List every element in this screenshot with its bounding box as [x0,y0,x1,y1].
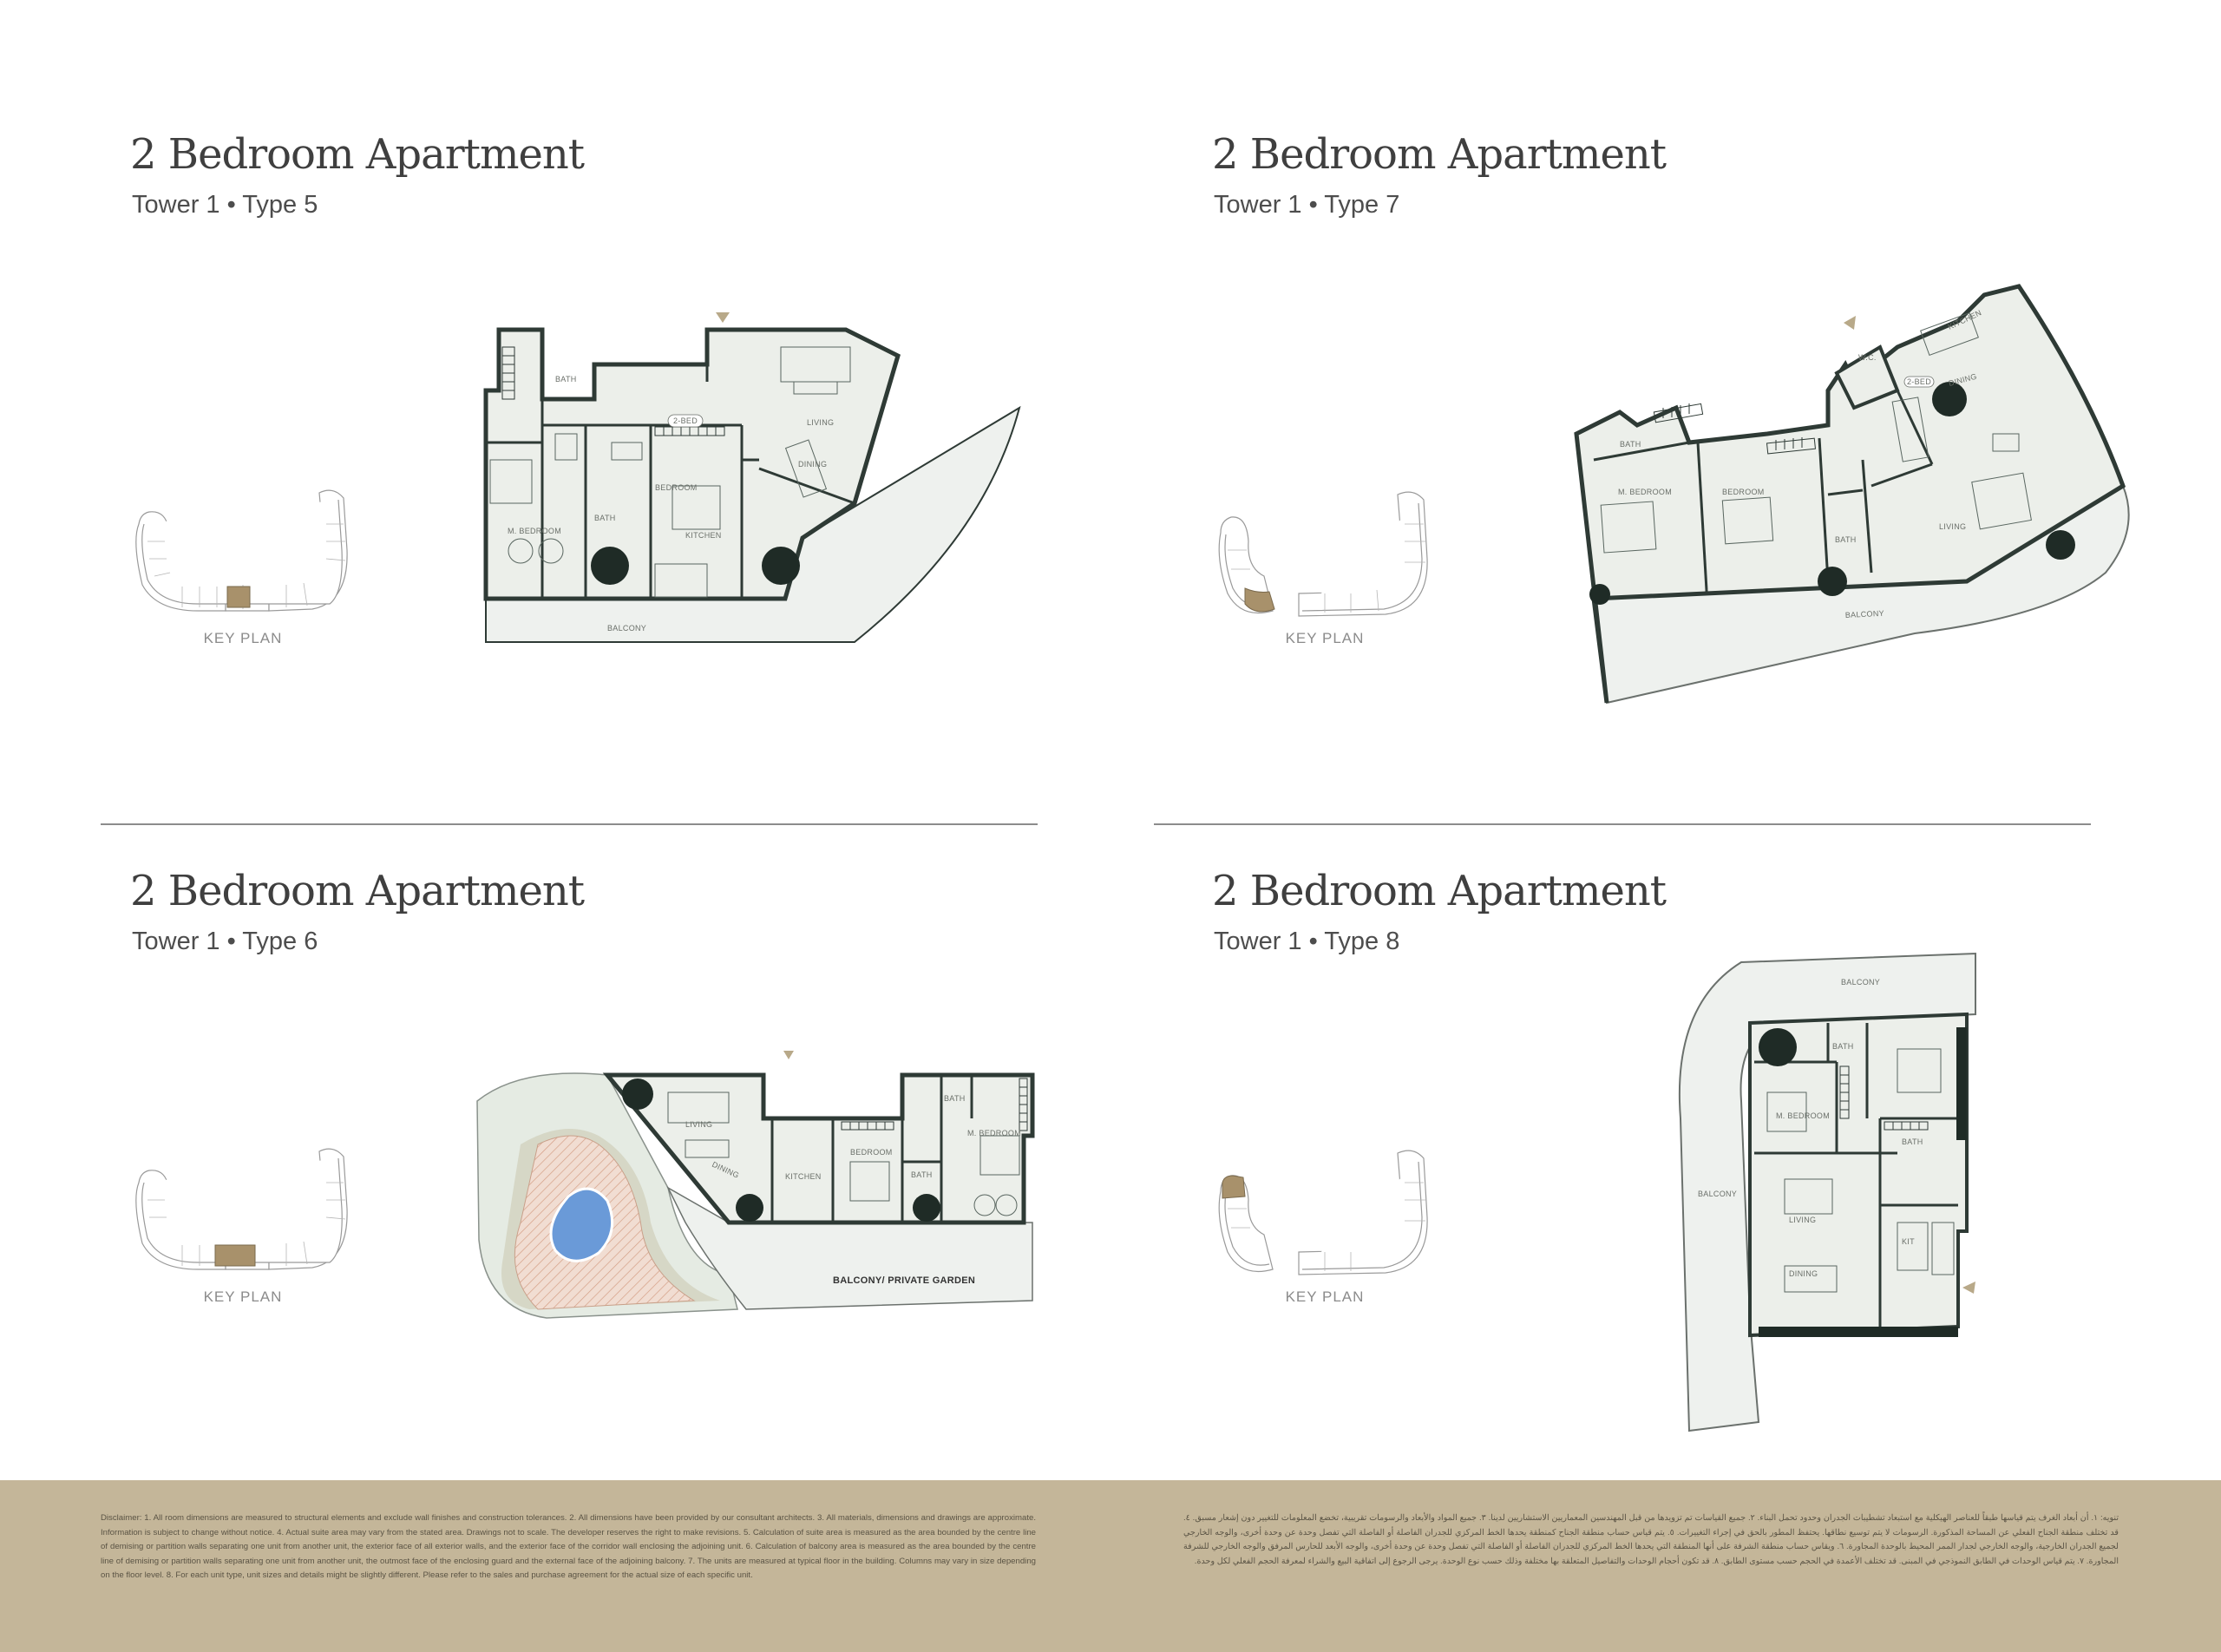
key-plan-diagram [135,489,348,612]
column [1932,382,1967,416]
room-label-bath: BATH [555,375,577,384]
key-plan-label: KEY PLAN [203,1288,283,1305]
room-label-balcony: BALCONY/ PRIVATE GARDEN [833,1275,975,1286]
key-plan-highlight [1244,587,1275,613]
room-label-m-bedroom: M. BEDROOM [1776,1111,1830,1120]
room-label-bath: BATH [1832,1042,1854,1051]
column [1759,1028,1797,1066]
unit-outline [483,327,901,601]
key-plan-diagram [1218,491,1428,617]
column [913,1194,940,1222]
column [2046,530,2075,560]
key-plan-diagram [135,1148,348,1270]
room-label-m-bedroom: M. BEDROOM [967,1129,1021,1137]
floorplan-panel-type-7: 2 Bedroom Apartment Tower 1 • Type 7 KEY… [1212,130,2221,842]
entrance-marker-icon [1962,1282,1975,1294]
unit-outline [602,1072,1035,1225]
column [736,1194,763,1222]
panel-subtitle: Tower 1 • Type 7 [1214,191,1400,219]
panel-title: 2 Bedroom Apartment [130,867,585,915]
balcony-area [1592,484,2130,705]
panel-title: 2 Bedroom Apartment [1212,130,1667,179]
key-plan-highlight [226,586,251,608]
room-label-balcony: BALCONY [607,624,646,633]
floorplan-panel-type-6: 2 Bedroom Apartment Tower 1 • Type 6 KEY… [130,867,1154,1578]
floorplan-type-6: LIVING DINING KITCHEN BEDROOM BATH BATH … [468,1049,1035,1327]
floorplan-panel-type-5: 2 Bedroom Apartment Tower 1 • Type 5 KEY… [130,130,1154,842]
room-label-bath: BATH [1620,440,1641,449]
room-label-balcony-top: BALCONY [1841,978,1880,987]
column [1818,567,1847,596]
entrance-marker-icon [1844,316,1856,330]
room-label-living: LIVING [1789,1216,1816,1224]
section-divider [1154,823,2091,825]
room-label-m-bedroom: M. BEDROOM [508,527,561,535]
room-label-kitchen: KITCHEN [785,1172,822,1181]
room-label-bath: BATH [911,1170,933,1179]
disclaimer-arabic: تنويه: ١. أن أبعاد الغرف يتم قياسها طبقا… [1183,1513,2119,1566]
pool [549,1187,614,1262]
room-label-living: LIVING [685,1120,712,1129]
room-label-balcony: BALCONY [1845,609,1885,620]
column [1589,584,1610,605]
room-label-bath-2: BATH [594,514,616,522]
balcony-area [485,405,1021,643]
column [622,1078,653,1110]
section-divider [101,823,1038,825]
key-plan-label: KEY PLAN [203,630,283,646]
unit-tag: 2-BED [1907,377,1931,386]
panel-title: 2 Bedroom Apartment [1212,867,1667,915]
floorplan-panel-type-8: 2 Bedroom Apartment Tower 1 • Type 8 KEY… [1212,867,2221,1578]
unit-tag: 2-BED [673,416,698,425]
room-label-kitchen: KIT [1902,1237,1915,1246]
key-plan: KEY PLAN [130,489,382,654]
key-plan: KEY PLAN [1212,1148,1464,1313]
column [762,547,800,585]
panel-subtitle: Tower 1 • Type 8 [1214,928,1400,955]
floorplan-type-7: 2-BED BATH W.C. KITCHEN DINING M. BEDROO… [1568,284,2130,720]
room-label-bedroom: BEDROOM [1722,488,1765,496]
panel-subtitle: Tower 1 • Type 5 [132,191,318,219]
entrance-marker-icon [716,312,730,323]
floorplan-type-8: BALCONY BALCONY BATH M. BEDROOM LIVING D… [1672,945,1984,1432]
key-plan-label: KEY PLAN [1285,1288,1365,1305]
room-label-bath-2: BATH [944,1094,966,1103]
key-plan-label: KEY PLAN [1285,630,1365,646]
room-label-bedroom: BEDROOM [850,1148,893,1157]
disclaimer-english: Disclaimer: 1. All room dimensions are m… [101,1513,1036,1580]
panel-title: 2 Bedroom Apartment [130,130,585,179]
balcony-area [666,1186,1033,1310]
panel-subtitle: Tower 1 • Type 6 [132,928,318,955]
disclaimer-footer: Disclaimer: 1. All room dimensions are m… [0,1480,2221,1652]
key-plan-highlight [1222,1175,1246,1199]
key-plan: KEY PLAN [1212,489,1464,654]
floorplan-type-5: 2-BED BATH M. BEDROOM BATH BEDROOM KITCH… [482,312,1021,694]
key-plan-diagram [1218,1150,1428,1275]
unit-outline [1574,284,2126,704]
room-label-living: LIVING [807,418,834,427]
key-plan: KEY PLAN [130,1148,382,1313]
room-label-bath-2: BATH [1835,535,1857,544]
room-label-balcony-side: BALCONY [1698,1190,1737,1198]
room-label-bedroom: BEDROOM [655,483,698,492]
unit-outline [1748,1012,1969,1338]
room-label-wc: W.C. [1858,353,1877,362]
room-label-bath-2: BATH [1902,1137,1923,1146]
column [591,547,629,585]
room-label-dining: DINING [1789,1269,1818,1278]
room-label-living: LIVING [1939,522,1966,531]
room-label-dining: DINING [798,460,827,469]
room-label-m-bedroom: M. BEDROOM [1618,488,1672,496]
key-plan-highlight [214,1244,256,1267]
entrance-marker-icon [783,1051,794,1059]
room-label-kitchen: KITCHEN [685,531,722,540]
